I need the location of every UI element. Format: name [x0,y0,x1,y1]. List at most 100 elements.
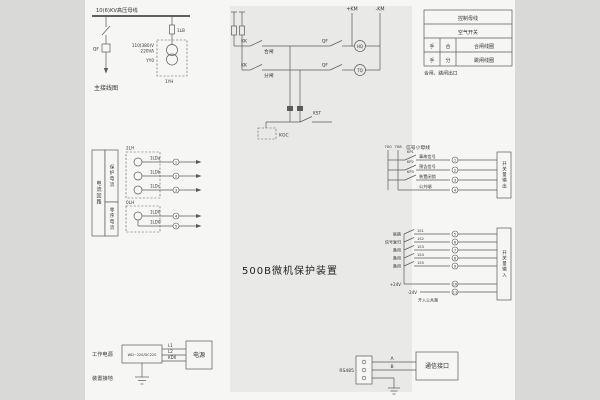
ct-wire-a: 1LDa 1 [142,156,202,166]
input-row-1-code: 1S1 [417,229,424,233]
signal-terminal-4-num: 4 [454,188,457,192]
feeder-branch: QF [93,16,111,74]
ct2-label: 0LH [126,200,134,205]
qf-aux-label-1: QF [322,39,329,45]
signal-terminal-3-num: 3 [454,178,456,182]
zero-seq-current-box [104,201,119,237]
ct-terminal-5-num: 5 [175,225,177,229]
ct-wire-zero-arrow-icon [196,214,202,218]
pt-connection-label: YY0 [145,58,154,63]
comm-interface-box [415,351,459,381]
ct-wire-b: 1LDb 2 [142,170,202,180]
signal-row-4: 公共端 4 [398,183,497,194]
power-module-label: WD~220/DC220 [128,353,157,357]
input-terminal-2-num: 6 [454,240,457,244]
ct2-dashed-box [125,205,161,233]
input-terminal-1-num: 5 [454,232,456,236]
signal-bus-label: 信号小母线 [406,144,430,151]
table-r1c2: 合 [445,43,450,50]
pt-dashed-box [156,39,188,77]
switch-input-box [496,227,512,301]
qf-aux-label-2: QF [322,63,329,69]
input-common-label: 开入公共端 [418,297,438,303]
kk-contact-2 [249,64,263,71]
input-row-2-code: 1S2 [417,237,424,241]
rs485-terminal-a [361,359,367,365]
qf-aux-contact-1 [329,40,343,47]
input-row-4-code: 1S4 [417,253,425,257]
power-box-label: 电源 [193,351,205,359]
input-row-4-label: 备用 [393,255,401,261]
ct-wire-zero-return: 1LD0' 5 [137,220,202,230]
comm-interface-label: 通信接口 [425,362,449,370]
signal-row-2: KP2 预告信号 2 [388,160,497,174]
main-wiring-caption: 主接线图 [94,84,118,92]
ct-wire-zero-return-label: 1LD0' [150,220,162,225]
comm-wire-a-label: A [390,356,394,362]
pt-spec-line2: 220VA [141,49,155,54]
ct1-dashed-box [125,151,161,199]
input-contact-4 [403,253,415,259]
tripping-row: KK 分闸 QF TQ [241,63,380,79]
table-header-2: 空气开关 [458,29,478,36]
zero-seq-current-label: 零序电流 [109,207,114,230]
pt-name-label: 1YH [165,79,173,84]
kst-contact [299,116,313,123]
device-title: 500B微机保护装置 [242,264,338,277]
switch-input-box-label: 开关量输入 [502,250,507,278]
kp2-label: KP2 [407,160,414,164]
signal-bus-no2: 708 [394,144,402,149]
input-row-3: 备用 1S3 7 [393,245,497,254]
input-row-5-label: 备用 [393,263,401,269]
table-r2c2: 分 [445,57,450,64]
signal-row-3-label: 装置闭锁 [419,173,437,180]
terminal-pad-1 [287,106,293,111]
pt-symbol [166,44,178,56]
communication-section: RS485 A B 通信接口 [339,351,459,395]
power-supply-section: 工作电源 WD~220/DC220 L1 L2 KD0 电源 装置接地 [92,340,213,385]
minus24-label: -24V [408,290,418,295]
kp1-contact [404,154,417,161]
input-row-1: 联跳 1S1 5 [393,229,497,238]
power-wires: L1 L2 KD0 [162,343,186,362]
kp2-contact [404,164,417,171]
kp3-label: KP3 [407,170,414,174]
switch-input-section: 联跳 1S1 5 信号复归 1S2 6 备用 1S3 7 备用 [385,227,512,303]
plus24-terminal-num: 10 [453,282,458,286]
ct-wire-zero: 1LD0 4 [142,210,202,220]
input-row-5-code: 1S5 [417,261,424,265]
ct-terminal-4-num: 4 [175,215,178,219]
ct-terminal-1-num: 1 [175,161,177,165]
terminal-pad-2 [297,106,303,111]
control-bus-table: 控制母线 空气开关 手 合 合闸线圈 手 分 跳闸线圈 合闸、跳闸出口 [423,9,513,77]
input-terminal-3-num: 7 [454,248,456,252]
closing-row: KK 合闸 QF HQ [234,39,380,55]
shield-ground-icon [388,387,400,395]
ct-wire-b-label: 1LDb [150,170,161,175]
ct1-label: 2LH [126,146,134,151]
input-terminal-5-num: 9 [454,264,457,268]
kgc-dashed-box [257,127,277,140]
rs485-label: RS485 [339,368,354,374]
ct-wire-zero-label: 1LD0 [150,210,161,215]
minus24-terminal-num: 11 [453,290,458,294]
input-contact-2 [403,237,415,243]
input-contact-3 [403,245,415,251]
ct-terminal-3-num: 3 [175,189,177,193]
input-row-4: 备用 1S4 8 [393,253,497,262]
signal-bus-no1: 700 [384,144,392,149]
input-row-1-label: 联跳 [393,231,401,237]
signal-terminal-1-num: 1 [454,158,456,162]
ct-wire-a-arrow-icon [196,160,202,164]
ct-terminal-2 [172,172,180,180]
comm-wire-b-label: B [390,364,393,370]
ct-terminal-2-num: 2 [175,175,177,179]
signal-row-2-label: 预告信号 [419,163,436,170]
closing-coil-label: HQ [357,44,363,49]
rs485-terminal-shield [361,375,367,381]
signal-row-1: KP1 事故信号 1 [388,150,497,164]
input-terminal-4-num: 8 [454,256,457,260]
table-caption: 合闸、跳闸出口 [424,70,458,77]
ct-wire-b-arrow-icon [196,174,202,178]
